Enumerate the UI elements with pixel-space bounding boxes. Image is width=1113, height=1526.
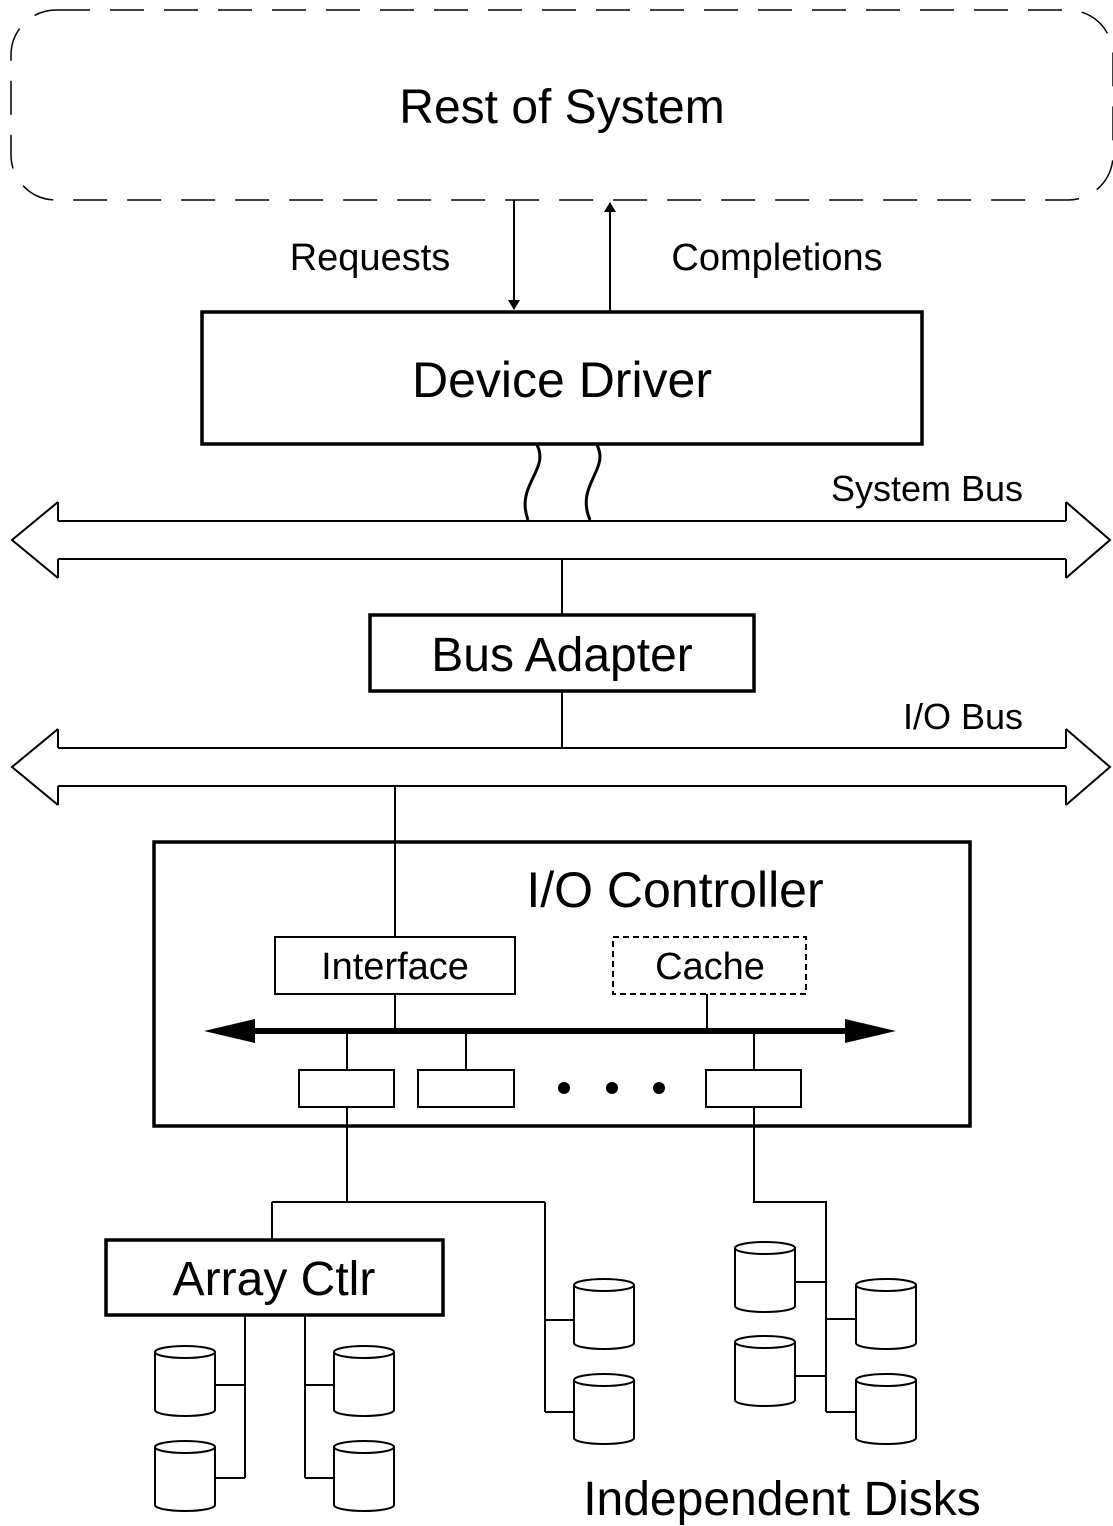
system-bus-label: System Bus — [831, 468, 1023, 509]
rest-of-system-label: Rest of System — [399, 81, 724, 134]
disk-icon — [154, 1345, 216, 1417]
port-box-3 — [705, 1069, 802, 1108]
independent-disks-label: Independent Disks — [583, 1473, 981, 1526]
bus-adapter-label: Bus Adapter — [431, 629, 693, 682]
device-driver-label: Device Driver — [412, 352, 712, 408]
array-ctlr-label: Array Ctlr — [173, 1253, 376, 1306]
cache-box — [612, 936, 807, 995]
array-ctlr-wiring — [215, 1315, 334, 1479]
ellipsis-dot-2 — [606, 1082, 618, 1094]
disk-icon — [734, 1335, 796, 1407]
cache-label: Cache — [655, 946, 765, 988]
ellipsis-dot-1 — [558, 1082, 570, 1094]
io-bus — [10, 728, 1112, 806]
io-controller-box — [152, 840, 972, 1128]
disk-icon — [734, 1241, 796, 1313]
left-port-wiring — [271, 1107, 574, 1413]
driver-bus-connector-left — [523, 444, 542, 521]
disk-icon — [855, 1373, 917, 1445]
io-controller-label: I/O Controller — [526, 862, 823, 918]
disk-icon — [573, 1373, 635, 1445]
port-box-1 — [298, 1069, 395, 1108]
interface-label: Interface — [321, 946, 469, 988]
disk-icon — [333, 1345, 395, 1417]
requests-label: Requests — [290, 237, 451, 279]
device-driver-box — [200, 310, 924, 446]
io-bus-label: I/O Bus — [903, 696, 1023, 737]
rest-of-system-region — [10, 9, 1113, 201]
disk-icon — [333, 1440, 395, 1512]
driver-bus-connector-right — [584, 444, 602, 521]
port-box-2 — [417, 1069, 515, 1108]
disk-icon — [855, 1278, 917, 1350]
array-ctlr-box — [104, 1238, 445, 1317]
right-port-wiring — [753, 1107, 856, 1413]
internal-bus-right-arrowhead — [845, 1019, 896, 1043]
disk-icon — [154, 1440, 216, 1512]
disk-icon — [573, 1278, 635, 1350]
internal-bus-left-arrowhead — [204, 1019, 255, 1043]
completions-label: Completions — [671, 237, 882, 279]
ellipsis-dot-3 — [653, 1082, 665, 1094]
disk-group — [154, 1241, 917, 1512]
